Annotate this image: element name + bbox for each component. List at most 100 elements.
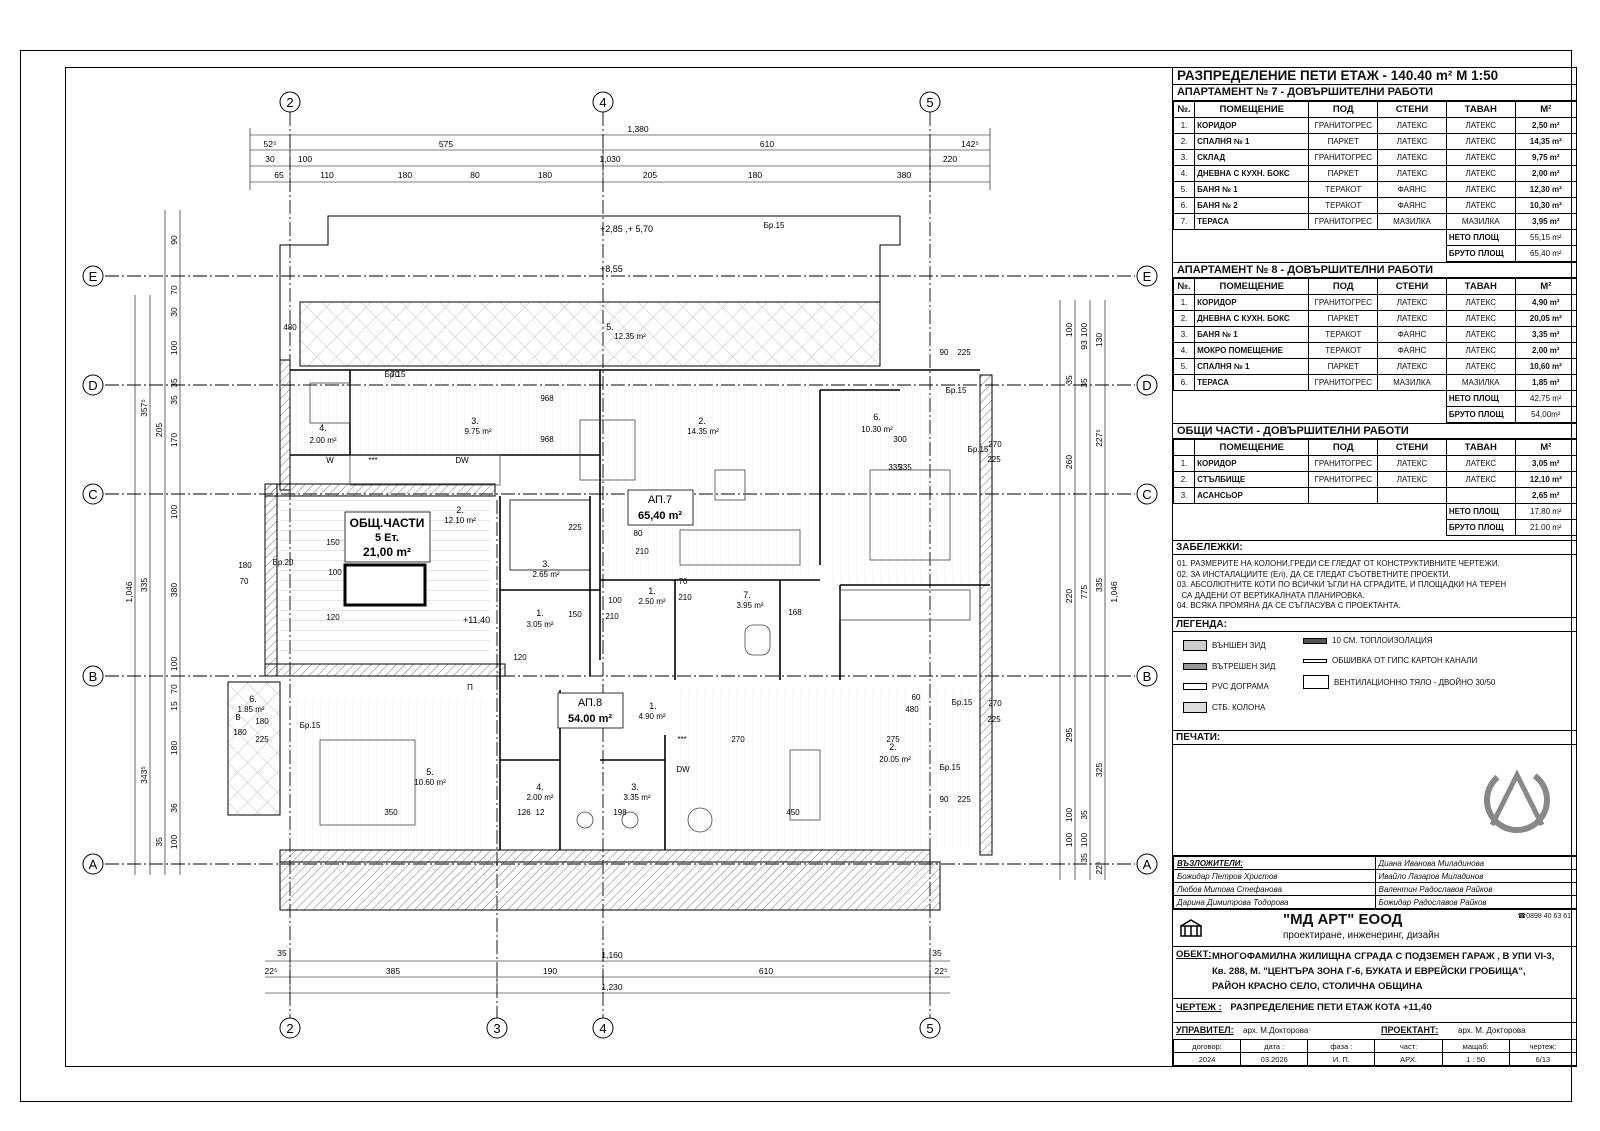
apt7-net-label: НЕТО ПЛОЩ	[1445, 229, 1516, 246]
svg-text:3.95 m²: 3.95 m²	[736, 601, 763, 610]
dim-right-r2-3: 295	[1064, 728, 1074, 742]
ceiling-finish: ЛАТЕКС	[1445, 294, 1516, 311]
dim-top-r3-4: 180	[538, 170, 552, 180]
plan-annotation: 70	[240, 577, 249, 586]
dim-right-r3-4: 130	[1094, 333, 1104, 347]
col-header: ТАВАН	[1445, 278, 1516, 295]
ceiling-finish: МАЗИЛКА	[1445, 374, 1516, 391]
plan-annotation: 90	[940, 795, 949, 804]
dim-left-r2-15: 100	[169, 835, 179, 849]
plan-annotation: DW	[455, 456, 469, 465]
room-name: КОРИДОР	[1194, 455, 1310, 472]
wall-finish: ФАЯНС	[1377, 197, 1447, 214]
room-label: 3.2.65 m²	[532, 559, 559, 579]
firm-name: "МД АРТ" ЕООД	[1283, 911, 1403, 928]
col-header: M²	[1514, 101, 1578, 118]
row-number: 5.	[1172, 181, 1196, 198]
plan-annotation: 120	[326, 613, 340, 622]
plan-annotation: Бр.15	[385, 370, 406, 379]
elevator-shaft	[509, 499, 591, 571]
room-name: ТЕРАСА	[1194, 374, 1310, 391]
common-net-label: НЕТО ПЛОЩ	[1445, 503, 1516, 520]
plan-annotation: 225	[568, 523, 582, 532]
wall-finish: ФАЯНС	[1377, 326, 1447, 343]
dim-top-r3-5: 205	[643, 170, 657, 180]
pvc-swatch	[1183, 683, 1207, 690]
row-number: 6.	[1172, 197, 1196, 214]
axis-label-row-d-right: D	[1142, 378, 1151, 393]
axis-label-row-c-right: C	[1142, 487, 1151, 502]
plan-annotation: 120	[513, 653, 527, 662]
drawing-title: РАЗПРЕДЕЛЕНИЕ ПЕТИ ЕТАЖ КОТА +11,40	[1230, 1002, 1432, 1013]
svg-text:54.00 m²: 54.00 m²	[568, 713, 612, 725]
manager-label: УПРАВИТЕЛ:	[1176, 1025, 1234, 1035]
dimension-lines-left	[134, 210, 181, 875]
svg-text:4.90 m²: 4.90 m²	[638, 712, 665, 721]
author-name: Божидар Радославов Райков	[1374, 895, 1577, 909]
svg-text:14.35 m²: 14.35 m²	[687, 427, 719, 436]
plan-annotation: 70	[391, 370, 400, 379]
author-name: Валентин Радославов Райков	[1374, 882, 1577, 896]
apt8-net-label: НЕТО ПЛОЩ	[1445, 390, 1516, 407]
author-name: Дарина Димитрова Тодорова	[1173, 895, 1376, 909]
plan-annotation: Бр.15	[968, 445, 989, 454]
dim-right-r3-8: 100	[1064, 808, 1074, 822]
note-item: 04. ВСЯКА ПРОМЯНА ДА СЕ СЪГЛАСУВА С ПРОЕ…	[1177, 601, 1401, 610]
insulation-swatch	[1303, 637, 1327, 644]
plan-annotation: 480	[905, 705, 919, 714]
dim-right-overall: 1,046	[1109, 581, 1119, 603]
wall-finish: ФАЯНС	[1377, 342, 1447, 359]
dim-right-r1-1: 335	[1094, 578, 1104, 592]
notes-list: 01. РАЗМЕРИТЕ НА КОЛОНИ,ГРЕДИ СЕ ГЛЕДАТ …	[1173, 555, 1577, 617]
svg-text:6.: 6.	[249, 694, 257, 704]
dim-top-r1-2: 610	[760, 139, 774, 149]
svg-text:10.60 m²: 10.60 m²	[414, 778, 446, 787]
apt8-net-value: 42,75 m²	[1514, 390, 1578, 407]
svg-text:4.: 4.	[319, 423, 327, 433]
dim-right-r1-0: 227⁵	[1094, 429, 1104, 447]
plan-annotation: 225	[957, 348, 971, 357]
svg-text:2.00 m²: 2.00 m²	[309, 436, 336, 445]
building-icon	[1180, 919, 1202, 937]
col-header: №.	[1172, 278, 1196, 295]
room-name: ТЕРАСА	[1194, 213, 1310, 230]
dim-top-r1-3: 142⁵	[961, 139, 979, 149]
dim-bottom-r2-2: 190	[543, 966, 557, 976]
floor-finish: ГРАНИТОГРЕС	[1308, 213, 1379, 230]
row-number: 2.	[1172, 471, 1196, 488]
room-area: 10,60 m²	[1514, 358, 1578, 375]
ceiling-finish: ЛАТЕКС	[1445, 197, 1516, 214]
panel-title: РАЗПРЕДЕЛЕНИЕ ПЕТИ ЕТАЖ - 140.40 m² М 1:…	[1173, 67, 1577, 85]
svg-text:65,40 m²: 65,40 m²	[638, 510, 682, 522]
svg-text:5.: 5.	[426, 767, 434, 777]
dim-left-r1-2: 343⁵	[139, 766, 149, 784]
floor-finish: ГРАНИТОГРЕС	[1308, 294, 1379, 311]
legend-insulation: 10 СМ. ТОПЛОИЗОЛАЦИЯ	[1332, 636, 1433, 645]
room-name: МОКРО ПОМЕЩЕНИЕ	[1194, 342, 1310, 359]
plan-annotation: 350	[384, 808, 398, 817]
room-area: 14,35 m²	[1514, 133, 1578, 150]
plan-annotation: 70	[679, 577, 688, 586]
dim-right-r3-0: 100	[1064, 323, 1074, 337]
dim-left-r2-7: 170	[169, 433, 179, 447]
plan-annotation: Бр.20	[273, 558, 294, 567]
floor-texture-bedroom	[605, 372, 815, 577]
svg-text:1.85 m²: 1.85 m²	[237, 705, 264, 714]
dim-right-r3-6: 35	[1079, 810, 1089, 820]
plan-annotation: 335	[888, 463, 902, 472]
ceiling-finish: ЛАТЕКС	[1445, 165, 1516, 182]
svg-text:1.: 1.	[536, 608, 544, 618]
dim-right-r3-1: 35	[1064, 375, 1074, 385]
dim-bottom-mark-1: 35	[932, 948, 942, 958]
firm-stamp-logo	[1484, 767, 1550, 833]
note-item: 02. ЗА ИНСТАЛАЦИИТЕ (Ел), ДА СЕ ГЛЕДАТ С…	[1177, 569, 1451, 579]
room-name: СПАЛНЯ № 1	[1194, 358, 1310, 375]
svg-text:4.: 4.	[536, 782, 544, 792]
wall-finish: ЛАТЕКС	[1377, 455, 1447, 472]
apt8-gross-label: БРУТО ПЛОЩ	[1445, 406, 1516, 423]
ceiling-finish: ЛАТЕКС	[1445, 310, 1516, 327]
svg-text:12.10 m²: 12.10 m²	[444, 516, 476, 525]
